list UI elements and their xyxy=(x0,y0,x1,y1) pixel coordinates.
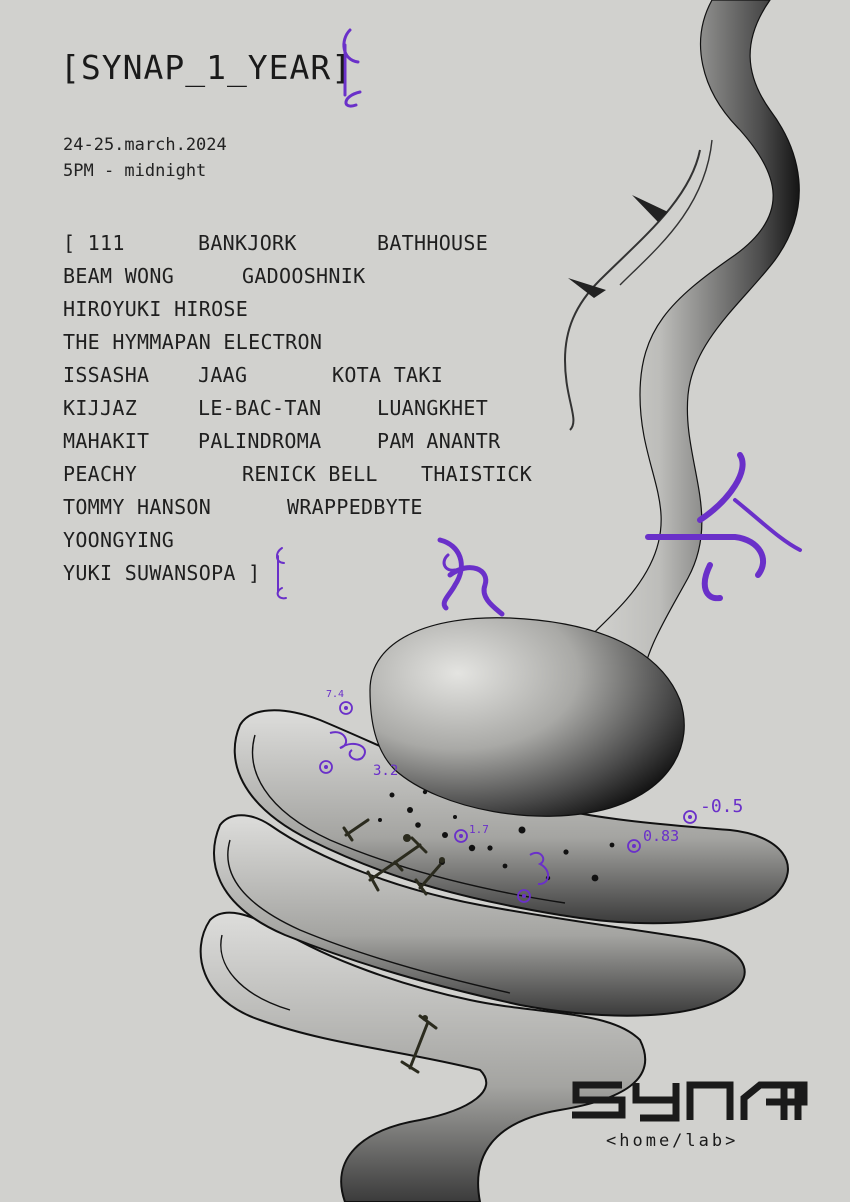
artist-name: THE HYMMAPAN ELECTRON xyxy=(63,330,323,354)
vesicle-dots xyxy=(378,789,615,882)
membrane-band-lower xyxy=(199,911,647,1202)
artist-name: BATHHOUSE xyxy=(377,231,489,255)
synap-logo-p xyxy=(762,1081,808,1106)
thorn xyxy=(632,195,668,222)
artist-name: KOTA TAKI xyxy=(332,363,444,387)
event-date: 24-25.march.2024 xyxy=(63,135,227,155)
artist-name: PEACHY xyxy=(63,462,138,486)
wire-line xyxy=(619,139,713,286)
artist-name: LE-BAC-TAN xyxy=(198,396,322,420)
artist-name: LUANGKHET xyxy=(377,396,489,420)
artist-name: ISSASHA xyxy=(63,363,150,387)
artist-name: YUKI SUWANSOPA ] xyxy=(63,561,261,585)
artist-name: BANKJORK xyxy=(198,231,297,255)
value-label: -0.5 xyxy=(700,796,744,817)
synaptic-bulb xyxy=(369,617,685,817)
membrane-inner-line xyxy=(227,839,511,994)
membrane-band-mid xyxy=(213,814,746,1017)
artist-name: TOMMY HANSON xyxy=(63,495,212,519)
membrane-inner-line xyxy=(251,734,566,904)
artist-name: YOONGYING xyxy=(63,528,175,552)
logo-subtitle: <home/lab> xyxy=(606,1131,739,1151)
artist-name: THAISTICK xyxy=(421,462,533,486)
artist-name: PAM ANANTR xyxy=(377,429,501,453)
artist-name: JAAG xyxy=(198,363,248,387)
thorn xyxy=(568,278,606,298)
artist-name: RENICK BELL xyxy=(242,462,378,486)
artist-name: PALINDROMA xyxy=(198,429,322,453)
artist-name: MAHAKIT xyxy=(63,429,150,453)
artist-name: WRAPPEDBYTE xyxy=(287,495,423,519)
axon-tube xyxy=(543,0,800,691)
artist-name: HIROYUKI HIROSE xyxy=(63,297,249,321)
wire-line xyxy=(563,149,701,431)
value-label: 7.4 xyxy=(326,689,345,700)
value-markers xyxy=(319,701,697,903)
event-title: [SYNAP_1_YEAR] xyxy=(60,48,353,87)
receptor-marks xyxy=(403,834,445,1021)
purple-loops xyxy=(329,731,549,885)
artist-name: [ 111 xyxy=(63,231,125,255)
event-datetime: 24-25.march.2024 5PM - midnight xyxy=(63,132,227,184)
artist-name: GADOOSHNIK xyxy=(242,264,366,288)
purple-glyphs xyxy=(276,28,802,617)
membrane-inner-line xyxy=(220,934,291,1011)
artist-name: BEAM WONG xyxy=(63,264,175,288)
event-time: 5PM - midnight xyxy=(63,161,207,181)
value-label: 0.83 xyxy=(643,827,680,845)
value-label: 1.7 xyxy=(469,823,489,836)
artist-name: KIJJAZ xyxy=(63,396,138,420)
value-label: 3.2 xyxy=(373,763,399,779)
